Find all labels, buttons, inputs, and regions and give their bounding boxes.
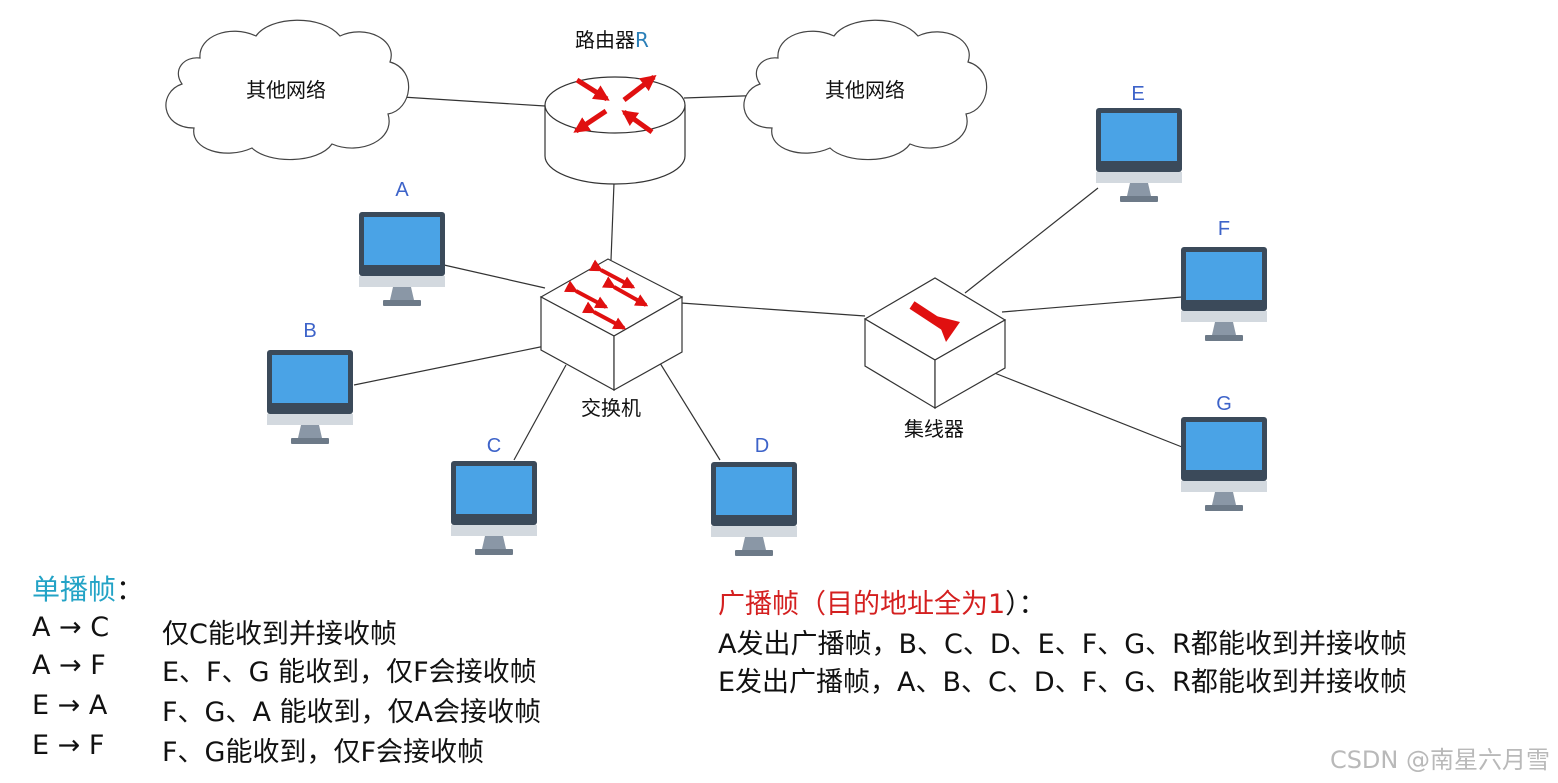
- broadcast-title-red: 目的地址全为1: [826, 589, 1006, 620]
- link-D-switch: [654, 354, 721, 461]
- host-E-label: E: [1131, 83, 1144, 105]
- link-C-switch: [513, 364, 567, 461]
- link-B-switch: [353, 345, 546, 386]
- switch: 交换机: [539, 258, 684, 420]
- cloud-right-label: 其他网络: [825, 78, 905, 102]
- unicast-title: 单播帧：: [32, 568, 144, 608]
- links: [353, 94, 1183, 461]
- unicast-title-text: 单播帧: [32, 573, 117, 606]
- hub-label: 集线器: [904, 417, 964, 441]
- switch-arrows-icon: [563, 259, 649, 330]
- host-A-label: A: [395, 179, 409, 201]
- unicast-desc: 仅C能收到并接收帧: [162, 619, 397, 650]
- switch-label: 交换机: [581, 396, 641, 420]
- unicast-pair: A → F: [32, 650, 106, 681]
- unicast-desc: E、F、G 能收到，仅F会接收帧: [162, 657, 537, 688]
- cloud-left-label: 其他网络: [246, 78, 326, 102]
- cloud-right: 其他网络: [743, 19, 988, 161]
- link-hub-G: [991, 371, 1183, 448]
- hub: 集线器: [863, 277, 1007, 441]
- link-cloud-left-router: [401, 96, 546, 107]
- host-G-label: G: [1216, 393, 1232, 415]
- link-hub-F: [1001, 296, 1183, 313]
- hub-arrow-icon: [909, 301, 960, 342]
- host-E: E: [1096, 83, 1182, 202]
- broadcast-line-1: A发出广播帧，B、C、D、E、F、G、R都能收到并接收帧: [718, 629, 1407, 660]
- link-hub-E: [964, 187, 1099, 294]
- host-G: G: [1181, 393, 1267, 511]
- host-D: D: [711, 435, 797, 556]
- router-arrows-icon: [573, 75, 657, 135]
- unicast-title-colon: ：: [116, 573, 145, 606]
- broadcast-line-2: E发出广播帧，A、B、C、D、F、G、R都能收到并接收帧: [718, 667, 1407, 698]
- unicast-pair: E → A: [32, 690, 108, 721]
- unicast-pair: E → F: [32, 730, 105, 761]
- broadcast-title-suffix: ）：: [1005, 589, 1046, 620]
- broadcast-title: 广播帧（目的地址全为1）：: [718, 582, 1046, 621]
- unicast-desc: F、G、A 能收到，仅A会接收帧: [162, 697, 541, 728]
- cloud-left: 其他网络: [165, 19, 410, 161]
- host-B-label: B: [303, 320, 316, 342]
- host-B: B: [267, 320, 353, 444]
- unicast-desc: F、G能收到，仅F会接收帧: [162, 737, 484, 768]
- unicast-pair: A → C: [32, 612, 110, 643]
- host-F: F: [1181, 218, 1267, 341]
- host-C-label: C: [487, 435, 501, 457]
- host-C: C: [451, 435, 537, 555]
- link-switch-hub: [680, 302, 866, 317]
- host-A: A: [359, 179, 445, 306]
- link-A-switch: [443, 264, 546, 289]
- watermark: CSDN @南星六月雪: [1329, 746, 1550, 774]
- link-router-switch: [610, 182, 615, 261]
- broadcast-title-prefix: 广播帧（: [718, 589, 826, 620]
- router: 路由器R: [544, 28, 686, 185]
- host-D-label: D: [755, 435, 769, 457]
- router-label: 路由器R: [575, 28, 649, 52]
- host-F-label: F: [1218, 218, 1230, 240]
